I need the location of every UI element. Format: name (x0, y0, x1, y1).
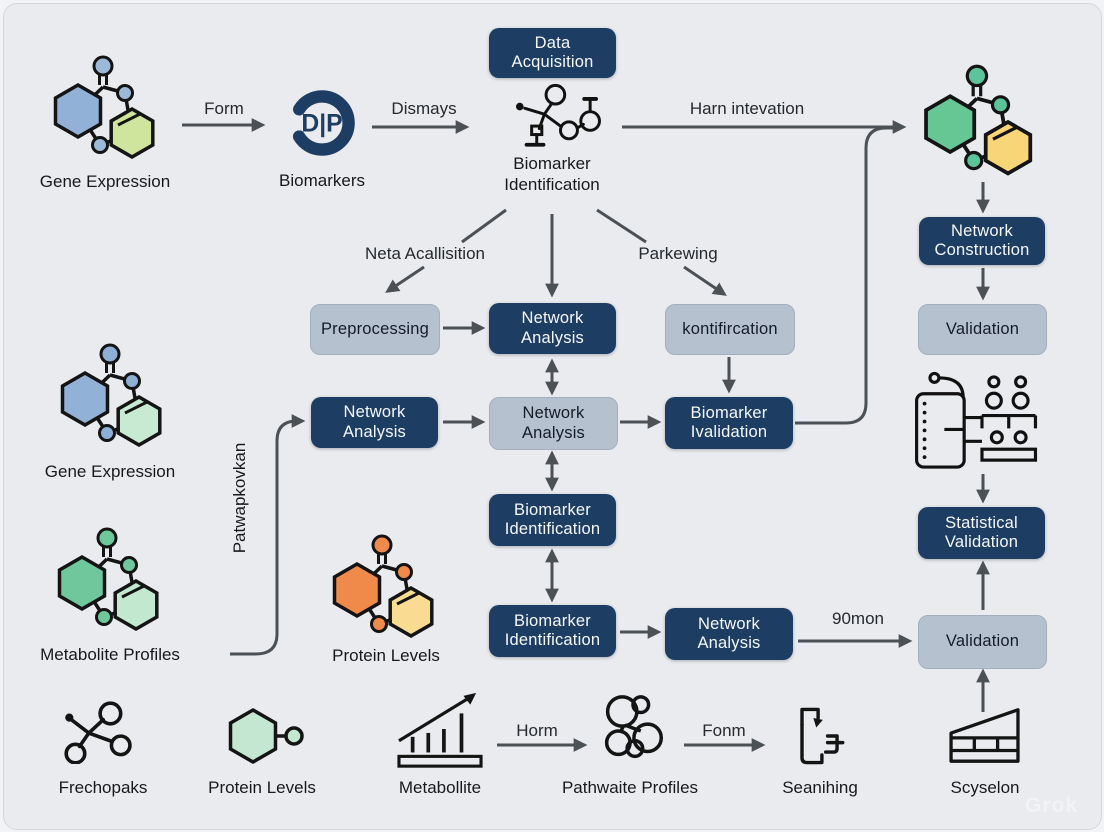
node-statistical-validation: Statistical Validation (918, 507, 1045, 559)
node-network-analysis-top: Network Analysis (489, 303, 616, 354)
label-biomarker-identification-hub: Biomarker Identification (504, 154, 600, 195)
node-preprocessing: Preprocessing (310, 304, 440, 355)
dp-logo-icon: D|P (284, 85, 360, 161)
label-frechopaks: Frechopaks (58, 778, 148, 797)
node-network-construction: Network Construction (919, 217, 1045, 265)
molecule-icon-gene-expression-mid (55, 340, 167, 454)
label-metabolite-profiles: Metabolite Profiles (40, 645, 180, 664)
arrow-label-patwapkovkan: Patwapkovkan (230, 442, 249, 554)
label-biomarkers: Biomarkers (279, 171, 365, 190)
arrow-label-neta-acallisition: Neta Acallisition (364, 244, 486, 263)
wedge-block-icon (944, 703, 1026, 767)
hexagon-molecule-icon (220, 707, 306, 765)
label-pathwaite-profiles: Pathwaite Profiles (561, 778, 699, 797)
node-biomarker-identification-low: Biomarker Identification (489, 605, 616, 657)
label-scyselon: Scyselon (950, 778, 1020, 797)
node-validation-bottom: Validation (918, 615, 1047, 669)
arrow-label-dismays: Dismays (391, 99, 457, 118)
node-kontifircation: kontifircation (665, 304, 795, 355)
node-network-analysis-left: Network Analysis (311, 397, 438, 448)
molecular-structure-icon (492, 82, 612, 160)
label-seanihing: Seanihing (782, 778, 858, 797)
watermark: Grok (1024, 794, 1078, 817)
label-protein-levels-mid: Protein Levels (332, 646, 440, 665)
node-validation-top: Validation (918, 304, 1047, 355)
label-gene-expression-top: Gene Expression (39, 172, 171, 191)
node-network-analysis-bottom: Network Analysis (665, 608, 793, 660)
arrow-label-90mon: 90mon (832, 609, 884, 628)
machine-analysis-icon (908, 368, 1053, 472)
dp-logo-text: D|P (301, 111, 342, 138)
arrow-label-parkewing: Parkewing (638, 244, 718, 263)
arrow-label-fonm: Fonm (702, 721, 746, 740)
arrow-label-horm: Horm (516, 721, 558, 740)
arrow-label-form: Form (204, 99, 244, 118)
molecule-network-icon (58, 700, 132, 764)
node-data-acquisition: Data Acquisition (489, 28, 616, 78)
label-gene-expression-mid: Gene Expression (44, 462, 176, 481)
node-biomarker-ivalidation: Biomarker Ivalidation (665, 397, 793, 449)
label-metabollite: Metabollite (398, 778, 482, 797)
node-biomarker-identification-mid: Biomarker Identification (489, 494, 616, 546)
molecule-icon-top-right (918, 62, 1038, 182)
bracket-tool-icon (790, 700, 850, 772)
label-protein-levels-bottom: Protein Levels (208, 778, 316, 797)
molecule-icon-gene-expression-top (48, 50, 160, 168)
arrow-label-harn-intevation: Harn intevation (689, 99, 805, 118)
molecule-icon-metabolite-profiles (52, 524, 164, 638)
bubble-cluster-icon (592, 692, 672, 770)
bar-chart-growth-icon (392, 688, 488, 772)
node-network-analysis-center: Network Analysis (489, 397, 618, 450)
molecule-icon-protein-levels (326, 532, 440, 644)
